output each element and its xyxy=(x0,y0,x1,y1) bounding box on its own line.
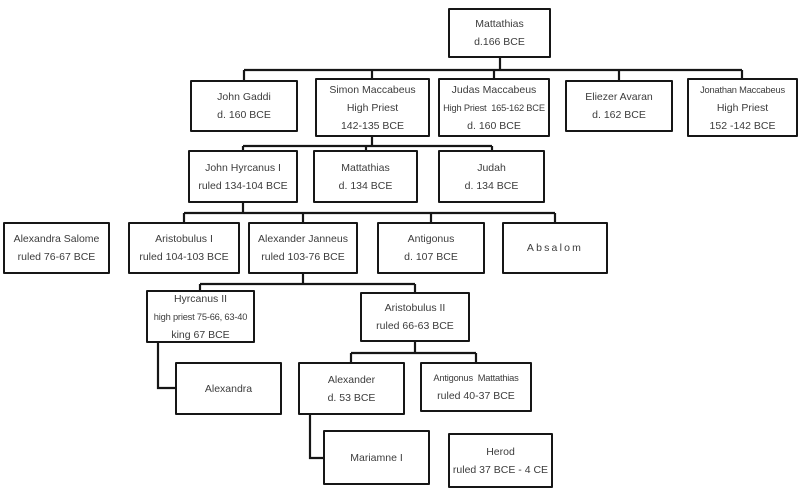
node-alexandra-salome: Alexandra Salome ruled 76-67 BCE xyxy=(3,222,110,274)
node-name: Eliezer Avaran xyxy=(585,91,653,103)
node-aristobulus-ii: Aristobulus II ruled 66-63 BCE xyxy=(360,292,470,342)
node-dates: ruled 104-103 BCE xyxy=(139,251,229,263)
node-aristobulus-i: Aristobulus I ruled 104-103 BCE xyxy=(128,222,240,274)
node-title: high priest 75-66, 63-40 xyxy=(153,311,248,322)
node-dates: ruled 134-104 BCE xyxy=(198,179,288,192)
node-john-gaddi: John Gaddi d. 160 BCE xyxy=(190,80,298,132)
node-name: Antigonus xyxy=(407,233,455,245)
node-name: Alexander xyxy=(327,373,376,386)
node-dates: king 67 BCE xyxy=(171,328,230,341)
node-name: John Hyrcanus I xyxy=(205,161,281,174)
node-name: Herod xyxy=(486,445,515,458)
connector-aristobulus-ii-children xyxy=(349,342,478,363)
node-name: Alexandra Salome xyxy=(13,233,100,245)
node-name: Mariamne I xyxy=(350,451,403,464)
node-name: Alexandra xyxy=(204,382,253,395)
node-alexandra: Alexandra xyxy=(175,362,282,415)
connector-hyrcanus-ii-alexandra xyxy=(156,343,175,390)
node-dates: ruled 37 BCE - 4 CE xyxy=(452,463,549,476)
node-dates: d. 53 BCE xyxy=(327,391,376,404)
node-john-hyrcanus-i: John Hyrcanus I ruled 134-104 BCE xyxy=(188,150,298,203)
node-name: Mattathias xyxy=(475,18,524,30)
node-hyrcanus-ii: Hyrcanus II high priest 75-66, 63-40 kin… xyxy=(146,290,255,343)
node-dates: 142-135 BCE xyxy=(340,119,405,132)
node-name: Hyrcanus II xyxy=(173,292,228,305)
node-title: High Priest xyxy=(716,101,769,114)
node-judas-maccabeus: Judas Maccabeus High Priest 165-162 BCE … xyxy=(438,78,550,137)
node-herod: Herod ruled 37 BCE - 4 CE xyxy=(448,433,553,488)
connector-mattathias-children xyxy=(242,58,744,81)
node-dates: 152 -142 BCE xyxy=(709,119,776,132)
node-jonathan-maccabeus: Jonathan Maccabeus High Priest 152 -142 … xyxy=(687,78,798,137)
node-name: Judah xyxy=(477,161,506,174)
node-title: High Priest 165-162 BCE xyxy=(443,102,545,113)
node-dates: d. 160 BCE xyxy=(217,109,271,121)
node-mattathias-sr: Mattathias d.166 BCE xyxy=(448,8,551,58)
node-absalom: Absalom xyxy=(502,222,608,274)
connector-alexander-mariamne xyxy=(308,415,323,460)
connector-simon-children xyxy=(241,137,494,151)
node-name: Simon Maccabeus xyxy=(329,83,416,96)
node-alexander-janneus: Alexander Janneus ruled 103-76 BCE xyxy=(248,222,358,274)
node-dates: d. 160 BCE xyxy=(467,119,521,132)
node-dates: ruled 76-67 BCE xyxy=(17,251,96,263)
node-name: Aristobulus II xyxy=(384,302,446,314)
node-name: Alexander Janneus xyxy=(258,233,348,245)
connector-john-hyrcanus-children xyxy=(182,203,557,223)
node-name: Judas Maccabeus xyxy=(451,83,537,96)
node-name: Jonathan Maccabeus xyxy=(700,84,785,95)
node-dates: d. 107 BCE xyxy=(404,251,458,263)
node-dates: ruled 103-76 BCE xyxy=(261,251,345,263)
node-judah: Judah d. 134 BCE xyxy=(438,150,545,203)
node-antigonus-mattathias: Antigonus Mattathias ruled 40-37 BCE xyxy=(420,362,532,412)
connector-alexander-janneus-children xyxy=(198,274,417,293)
node-dates: d. 134 BCE xyxy=(464,179,519,192)
node-dates: ruled 66-63 BCE xyxy=(376,320,454,332)
node-antigonus: Antigonus d. 107 BCE xyxy=(377,222,485,274)
node-alexander: Alexander d. 53 BCE xyxy=(298,362,405,415)
node-mattathias-jr: Mattathias d. 134 BCE xyxy=(313,150,418,203)
node-dates: d. 162 BCE xyxy=(592,109,646,121)
node-mariamne-i: Mariamne I xyxy=(323,430,430,485)
node-name: Mattathias xyxy=(341,161,390,174)
node-name: Aristobulus I xyxy=(155,233,213,245)
node-dates: ruled 40-37 BCE xyxy=(437,390,515,402)
node-dates: d.166 BCE xyxy=(474,36,525,48)
node-name: Absalom xyxy=(526,242,584,254)
node-dates: d. 134 BCE xyxy=(338,179,393,192)
node-name: John Gaddi xyxy=(217,91,271,103)
node-name: Antigonus Mattathias xyxy=(433,373,519,383)
node-simon-maccabeus: Simon Maccabeus High Priest 142-135 BCE xyxy=(315,78,430,137)
node-eliezer-avaran: Eliezer Avaran d. 162 BCE xyxy=(565,80,673,132)
node-title: High Priest xyxy=(346,101,399,114)
